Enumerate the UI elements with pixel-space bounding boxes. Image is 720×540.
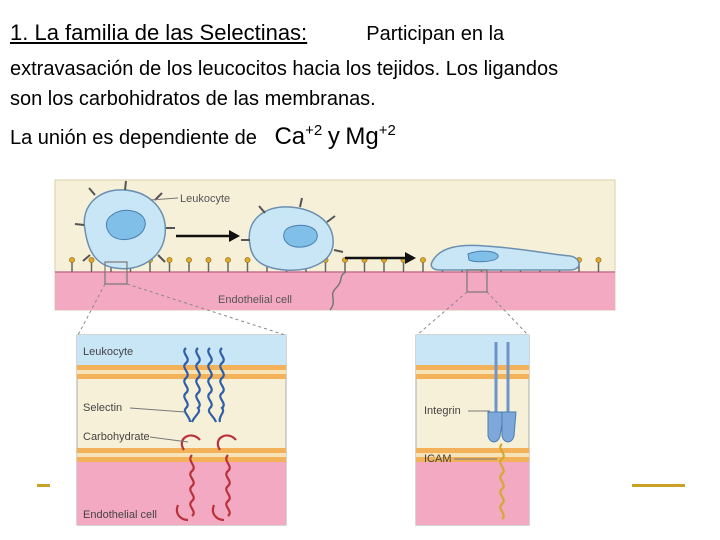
top-panel: Leukocyte Endothelial xyxy=(54,179,616,311)
heading-line-2: extravasación de los leucocitos hacia lo… xyxy=(10,58,559,80)
section-title: 1. La familia de las Selectinas: xyxy=(10,20,308,45)
left-inset: Leukocyte Selectin Carbohydrate Endothel… xyxy=(76,334,287,526)
ligand-head xyxy=(225,257,231,263)
heading-line-1: 1. La familia de las Selectinas: Partici… xyxy=(10,18,504,49)
inset-marker-left xyxy=(104,261,128,285)
carbohydrate-ligands xyxy=(175,434,237,522)
ligand-head xyxy=(88,257,95,263)
label-icam: ICAM xyxy=(424,453,452,465)
selectin-molecules xyxy=(183,347,225,423)
right-inset: Integrin ICAM xyxy=(415,334,530,526)
accent-line-left xyxy=(37,484,50,487)
ligand-head xyxy=(205,257,212,263)
label-leukocyte-inset: Leukocyte xyxy=(83,346,133,358)
zoom-guides xyxy=(77,283,529,336)
ligand-head xyxy=(186,257,192,263)
rolling-arrow xyxy=(176,230,240,242)
integrin-molecule xyxy=(487,342,517,443)
label-carbohydrate: Carbohydrate xyxy=(83,431,150,443)
ion-calcium: Ca+2 xyxy=(274,122,323,150)
ion-joiner: y xyxy=(327,123,340,150)
label-endothelial-inset: Endothelial cell xyxy=(83,509,157,521)
icam-molecule xyxy=(499,443,505,520)
ion-dependency-text: La unión es dependiente de xyxy=(10,127,257,149)
intro-tail: Participan en la xyxy=(366,23,505,45)
ligand-head xyxy=(244,257,251,263)
label-leukocyte-top: Leukocyte xyxy=(180,193,230,205)
ion-magnesium: Mg+2 xyxy=(345,122,396,150)
endothelium-layer xyxy=(55,272,615,310)
inset-marker-right xyxy=(466,269,488,293)
heading-line-4: La unión es dependiente de Ca+2 y Mg+2 xyxy=(10,116,396,153)
label-endothelial-top: Endothelial cell xyxy=(218,294,292,306)
leukocyte-rolling-1 xyxy=(74,180,175,285)
accent-line-right xyxy=(632,484,685,487)
adhesion-arrow xyxy=(345,252,416,264)
heading-line-3: son los carbohidratos de las membranas. xyxy=(10,88,376,110)
ligand-head xyxy=(69,257,75,263)
leukocyte-rolling-2 xyxy=(241,197,344,271)
endothelium-break xyxy=(329,271,347,311)
label-integrin: Integrin xyxy=(424,405,461,417)
ligand-head xyxy=(420,257,426,263)
ligand-head xyxy=(166,257,173,263)
ligand-head xyxy=(595,257,602,263)
leukocyte-flattened xyxy=(430,244,580,293)
label-selectin: Selectin xyxy=(83,402,122,414)
